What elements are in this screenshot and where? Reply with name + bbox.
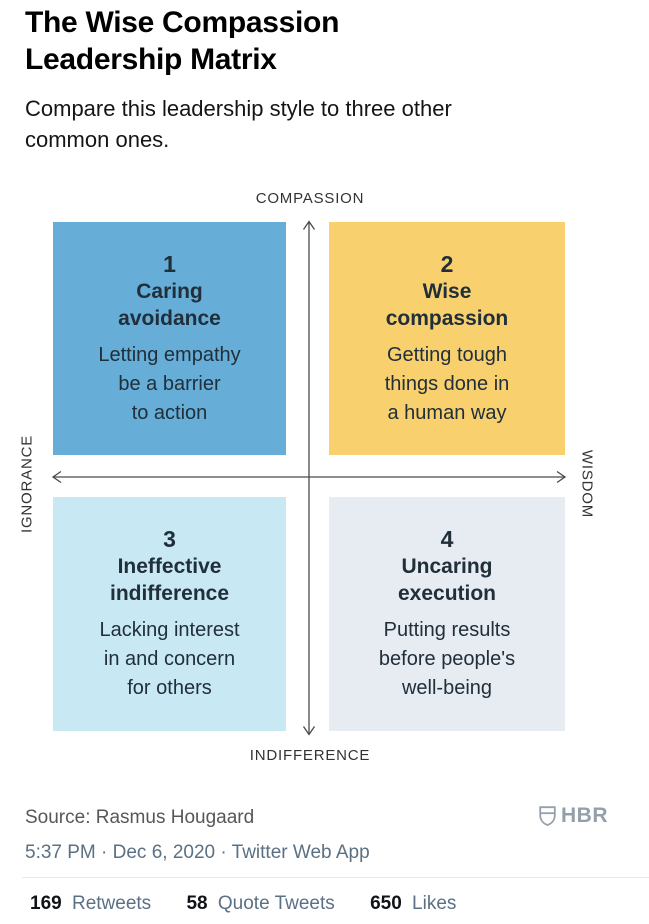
quote-tweets-count: 58 <box>186 893 208 914</box>
quadrant-2-wise-compassion: 2 Wise compassion Getting tough things d… <box>329 222 565 455</box>
quadrant-number: 2 <box>440 250 454 277</box>
axis-label-indifference: INDIFFERENCE <box>249 747 371 764</box>
likes-count: 650 <box>370 893 402 914</box>
quadrant-number: 4 <box>440 526 454 552</box>
likes-label: Likes <box>412 893 457 914</box>
quadrant-1-caring-avoidance: 1 Caring avoidance Letting empathy be a … <box>53 222 286 455</box>
quadrant-description: Putting results before people's well-bei… <box>378 619 516 699</box>
quadrant-title: Uncaring execution <box>397 555 497 605</box>
quadrant-description: Lacking interest in and concern for othe… <box>99 619 240 699</box>
quadrant-description: Getting tough things done in a human way <box>384 343 510 424</box>
quadrant-3-ineffective-indifference: 3 Ineffective indifference Lacking inter… <box>53 497 286 731</box>
vertical-axis-arrow-icon <box>302 220 316 736</box>
page-title: The Wise Compassion Leadership Matrix <box>25 6 340 76</box>
quadrant-number: 3 <box>163 526 176 552</box>
tweet-timestamp[interactable]: 5:37 PM · Dec 6, 2020 · Twitter Web App <box>25 842 370 863</box>
quadrant-4-uncaring-execution: 4 Uncaring execution Putting results bef… <box>329 497 565 731</box>
quadrant-number: 1 <box>163 250 176 277</box>
retweets-label: Retweets <box>71 893 152 914</box>
retweets-stat[interactable]: 169 Retweets <box>30 893 151 915</box>
page-subtitle: Compare this leadership style to three o… <box>25 96 452 152</box>
axis-label-ignorance: IGNORANCE <box>18 434 36 534</box>
quadrant-title: Wise compassion <box>385 279 509 330</box>
axis-label-compassion: COMPASSION <box>255 190 365 207</box>
quote-tweets-stat[interactable]: 58 Quote Tweets <box>186 893 334 915</box>
retweets-count: 169 <box>30 893 62 914</box>
tweet-stats: 169 Retweets 58 Quote Tweets 650 Likes <box>30 893 486 915</box>
axis-label-wisdom: WISDOM <box>578 449 596 519</box>
horizontal-axis-arrow-icon <box>51 470 567 484</box>
hbr-shield-icon <box>539 806 556 826</box>
quadrant-title: Ineffective indifference <box>109 555 230 605</box>
quadrant-title: Caring avoidance <box>118 279 221 330</box>
quote-tweets-label: Quote Tweets <box>217 893 335 914</box>
quadrant-description: Letting empathy be a barrier to action <box>98 343 241 424</box>
likes-stat[interactable]: 650 Likes <box>370 893 456 915</box>
source-credit: Source: Rasmus Hougaard <box>25 807 255 828</box>
hbr-logo-text: HBR <box>561 804 608 827</box>
hbr-logo: HBR <box>538 804 608 828</box>
divider <box>22 877 649 878</box>
